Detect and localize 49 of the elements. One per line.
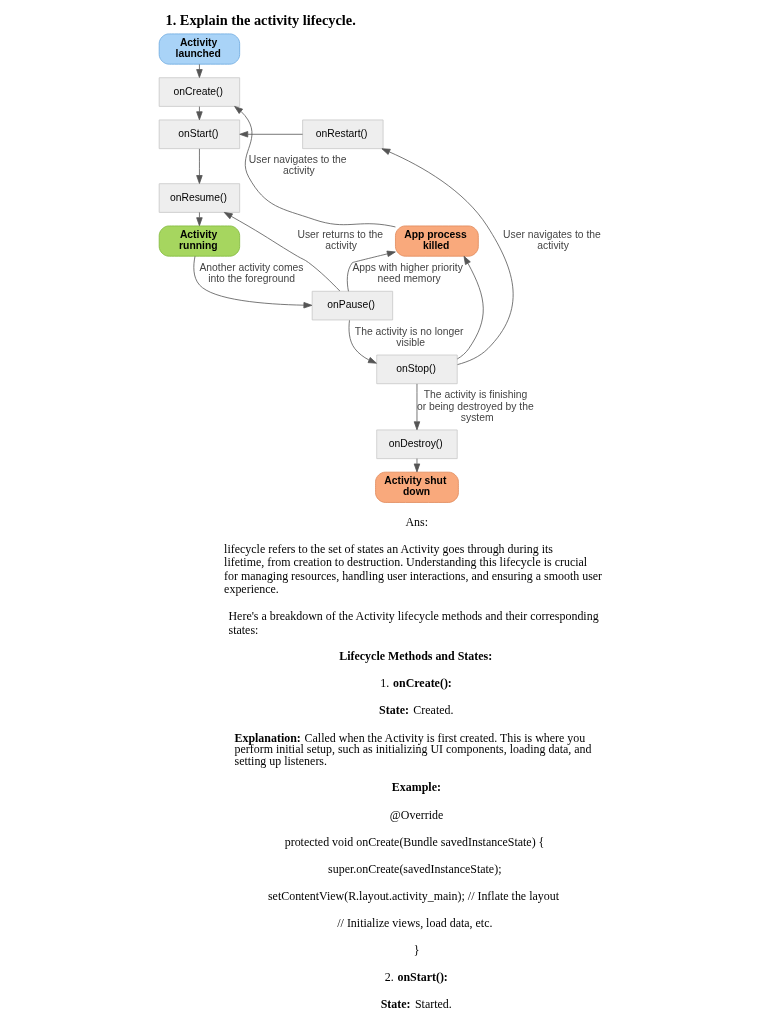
arrow (195, 63, 203, 78)
label: State: Created. (378, 703, 453, 718)
arrow (413, 458, 420, 473)
node-box: App process killed (394, 225, 479, 257)
arrow (192, 255, 312, 309)
node-box: Activity shut down (374, 471, 459, 503)
label: setContentView(R.layout.activity_main); // Inflate the layout (267, 889, 559, 904)
node-box: onRestart() (301, 119, 383, 150)
node-box: onPause() (311, 290, 393, 321)
edge-label: The activity is no longer visible (354, 325, 463, 348)
node-box: onDestroy() (375, 429, 458, 459)
label: super.onCreate(savedInstanceState); (327, 861, 501, 876)
edge-label: User returns to the activity (296, 229, 383, 252)
edge-label: User navigates to the activity (502, 229, 601, 252)
label: 1. onCreate(): (379, 676, 452, 691)
edge-label: Another activity comes into the foreground (198, 261, 303, 285)
label: Here's a breakdown of the Activity lifecycle methods and their corresponding states: (228, 609, 599, 637)
node-box: onResume() (158, 183, 240, 213)
label: protected void onCreate(Bundle savedInstanceState) { (284, 834, 544, 849)
label: } (413, 943, 420, 958)
arrow (381, 148, 513, 365)
arrow (413, 383, 420, 431)
arrow (195, 106, 203, 121)
label: // Initialize views, load data, etc. (336, 916, 492, 931)
arrow (346, 250, 396, 292)
node-box: onCreate() (158, 77, 240, 107)
edge-label: Apps with higher priority need memory (351, 261, 463, 285)
arrow (238, 131, 303, 138)
label: @Override (389, 807, 443, 822)
edge-label: User navigates to the activity (248, 154, 347, 177)
label: 2. onStart(): (384, 969, 448, 984)
node-box: Activity running (158, 225, 240, 257)
arrow (223, 212, 340, 292)
node-box: Activity launched (158, 33, 240, 65)
label: Example: (391, 779, 441, 794)
arrow (348, 319, 377, 364)
label: lifecycle refers to the set of states an Activity goes through during its lifetime, from creation to destruction. Understanding this lifecycle is crucial for managing resources, handling user interactions, and ensuring a smooth user experience. (223, 541, 602, 597)
label: State: Started. (380, 996, 452, 1011)
arrow (233, 106, 396, 228)
arrow (195, 212, 203, 227)
label: Lifecycle Methods and States: (338, 649, 492, 664)
node-box: onStop() (375, 354, 458, 385)
node-box: onStart() (158, 119, 240, 150)
edge-label: The activity is finishing or being destroyed by the system (416, 389, 534, 423)
arrow (456, 255, 484, 360)
diagram-title: 1. Explain the activity lifecycle. (165, 12, 356, 29)
arrow (195, 148, 203, 184)
label: Explanation: Called when the Activity is first created. This is where you perform initial setup, such as initializing UI components, loading data, and setting up listeners. (233, 730, 592, 769)
label: Ans: (404, 514, 428, 529)
